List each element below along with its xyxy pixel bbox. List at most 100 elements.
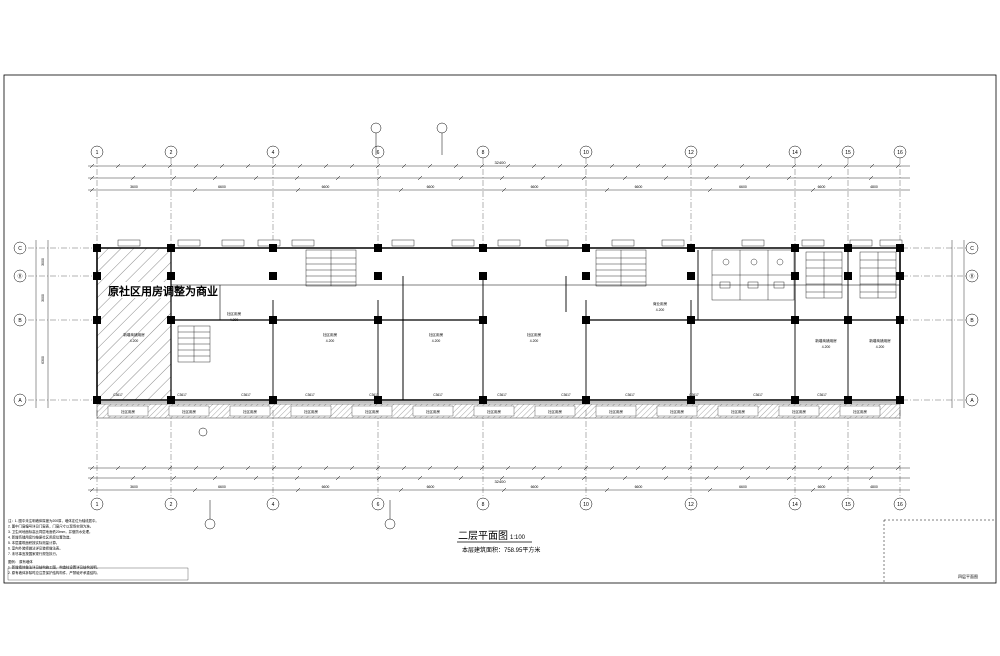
note-line: 注：1. 图中未注明墙体厚度为200厚，墙体定位为轴线居中。	[8, 518, 99, 523]
drawing-scale: 1:100	[510, 535, 526, 541]
dim-text-top: 6600	[635, 185, 643, 189]
store-label: 社区用房	[304, 409, 318, 414]
window-tag: C3617	[305, 393, 315, 397]
store-label: 社区用房	[426, 409, 440, 414]
dim-tick	[295, 487, 301, 493]
dim-tick	[704, 175, 710, 181]
grid-bubble-col	[90, 145, 104, 159]
store-label: 社区用房	[548, 409, 562, 414]
grid-bubble-row-label: B	[18, 318, 22, 324]
column	[844, 396, 852, 404]
column	[791, 396, 799, 404]
grid-bubble-col	[164, 497, 178, 511]
stair-mid	[595, 249, 647, 287]
column	[791, 244, 799, 252]
grid-bubble-col-label: 12	[688, 150, 694, 156]
room-level: 4.200	[822, 345, 831, 349]
dim-tick	[557, 465, 563, 471]
dim-tick	[687, 163, 693, 169]
room-level: 4.200	[230, 318, 239, 322]
dim-tick	[531, 465, 537, 471]
dim-tick	[581, 175, 587, 181]
dim-text-bottom: 6600	[427, 485, 435, 489]
legend-box	[7, 567, 189, 581]
window-north	[661, 239, 685, 247]
grid-bubble-row	[13, 269, 27, 283]
window-tag: C3617	[177, 393, 187, 397]
dim-tick	[704, 475, 710, 481]
store-sign	[168, 405, 210, 417]
column	[582, 244, 590, 252]
dim-tick	[765, 465, 771, 471]
room-labels: 新增商铺用房4.200社区用房4.200社区用房4.200社区用房4.200社区…	[123, 301, 891, 349]
column	[167, 244, 175, 252]
grid-bubble-col	[476, 497, 490, 511]
column	[791, 272, 799, 280]
dim-tick	[622, 175, 628, 181]
room-level: 4.200	[326, 339, 335, 343]
grid-bubble-row	[13, 393, 27, 407]
grid-bubble-col	[684, 497, 698, 511]
column	[479, 244, 487, 252]
grid-bubble-row-label: Ⓑ	[969, 273, 974, 280]
grid-bubble-col	[579, 497, 593, 511]
dimension-chains: 3600360066006600660066006600660066006600…	[35, 163, 965, 493]
column	[479, 272, 487, 280]
dim-tick	[557, 163, 563, 169]
column	[269, 316, 277, 324]
grid-bubble-col	[788, 497, 802, 511]
room-label: 新增商铺用房	[869, 338, 891, 343]
column	[374, 396, 382, 404]
grid-bubble-row-label: C	[18, 246, 22, 252]
dim-tick	[193, 163, 199, 169]
column	[93, 272, 101, 280]
column	[844, 316, 852, 324]
store-sign	[778, 405, 820, 417]
dim-tick	[505, 465, 511, 471]
grid-bubble-row	[965, 393, 979, 407]
dim-tick	[739, 465, 745, 471]
grid-bubble-col-label: 10	[583, 150, 589, 156]
window-north	[451, 239, 475, 247]
column	[844, 244, 852, 252]
grid-bubble-col-label: 14	[792, 150, 798, 156]
column	[896, 272, 904, 280]
dim-tick	[817, 163, 823, 169]
dim-tick	[89, 487, 95, 493]
storefront-strip: 社区用房社区用房社区用房社区用房社区用房社区用房社区用房社区用房社区用房社区用房…	[96, 393, 901, 419]
dim-tick	[89, 163, 95, 169]
window-north	[117, 239, 141, 247]
dim-tick	[401, 163, 407, 169]
dim-tick	[323, 163, 329, 169]
window-north	[497, 239, 521, 247]
dim-tick	[786, 475, 792, 481]
dim-tick	[335, 175, 341, 181]
grid-bubble-row	[965, 269, 979, 283]
dim-tick	[376, 475, 382, 481]
window-tag: C3617	[753, 393, 763, 397]
dim-tick	[323, 465, 329, 471]
dim-tick	[89, 465, 95, 471]
room-label: 新增商铺用房	[815, 338, 837, 343]
dim-tick	[895, 465, 901, 471]
room-level: 4.200	[876, 345, 885, 349]
dim-tick	[167, 465, 173, 471]
column	[479, 396, 487, 404]
window-north	[801, 239, 825, 247]
dim-tick	[661, 465, 667, 471]
drawing-title: 二层平面图	[458, 530, 508, 542]
dim-tick	[868, 475, 874, 481]
grid-bubble-col	[476, 145, 490, 159]
window-north	[221, 239, 245, 247]
room-level: 4.200	[432, 339, 441, 343]
dim-tick	[739, 163, 745, 169]
dim-tick	[786, 175, 792, 181]
column	[844, 272, 852, 280]
dim-text-top: 6600	[818, 185, 826, 189]
note-line: 4. 新增商铺用房均按原社区用房位置改造。	[8, 535, 73, 540]
dim-tick	[663, 175, 669, 181]
window-tag: C3617	[113, 393, 123, 397]
legend-line: 2. 原有墙体拆除时应注意保护结构构件，严禁破坏承重结构。	[8, 570, 100, 575]
dim-tick	[843, 465, 849, 471]
dim-tick	[115, 163, 121, 169]
